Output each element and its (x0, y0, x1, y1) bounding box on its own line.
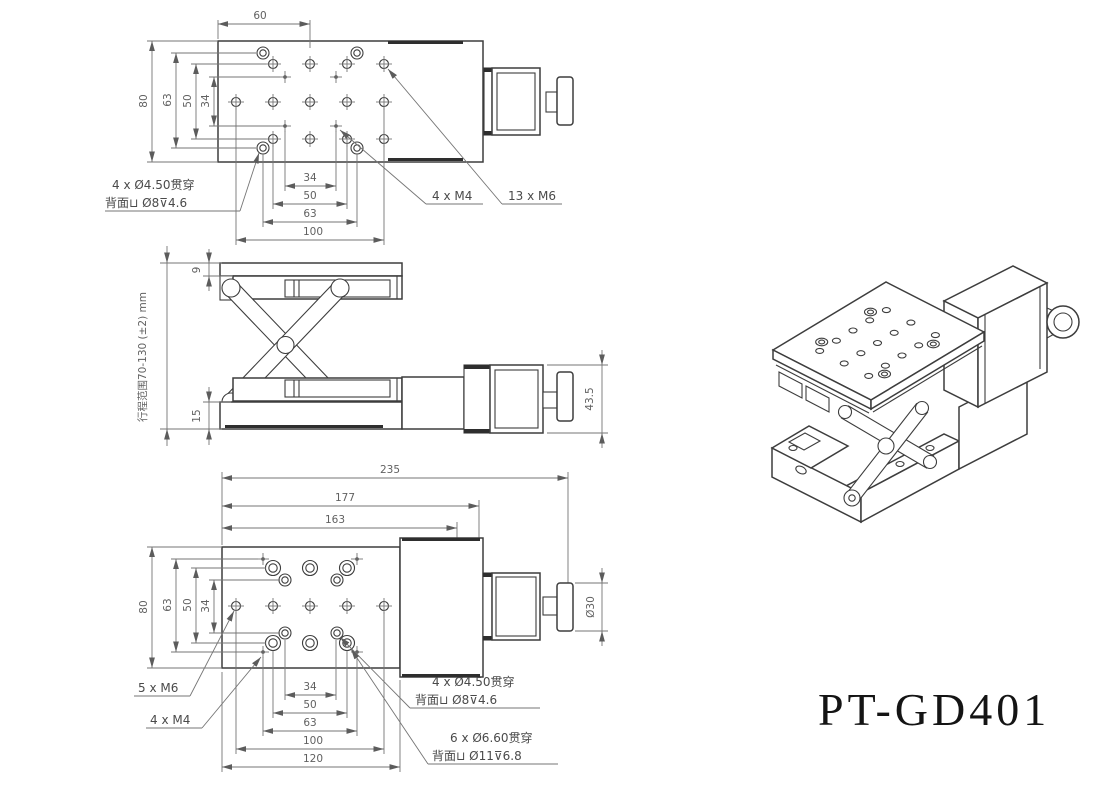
dim-label: 163 (325, 514, 345, 526)
dim-label: 15 (191, 409, 203, 422)
dim-label: 50 (182, 598, 194, 611)
dim-label: 63 (162, 93, 174, 106)
top-view: 60 80 63 50 34 34 50 63 (105, 10, 574, 245)
iso-plate-holes (815, 307, 940, 379)
dim-label: 43.5 (584, 387, 596, 410)
front-view: 行程范围70-130 (±2) mm 9 15 43.5 (136, 246, 608, 448)
dim-label: 100 (303, 226, 323, 238)
m6-note: 13 x M6 (508, 189, 556, 203)
dim-label: 80 (138, 600, 150, 613)
bottom-view-bottom-dims: 34 50 63 100 120 (221, 612, 401, 772)
bottom-view-top-dims: 235 177 163 (221, 464, 569, 585)
dim-label: 50 (182, 94, 194, 107)
m4-note: 4 x M4 (432, 189, 472, 203)
front-top-plate (219, 262, 403, 277)
cb-small-note-line2: 背面⊔ Ø8⊽4.6 (415, 693, 497, 707)
knob-diameter-dim: Ø30 (575, 568, 608, 646)
iso-top-plate (771, 281, 986, 414)
dim-label: 34 (200, 599, 212, 613)
dim-label: 34 (303, 172, 317, 184)
bottom-view-left-dims: 80 63 50 34 (138, 546, 280, 669)
front-view-motor (463, 364, 574, 434)
m4-note: 4 x M4 (150, 713, 190, 727)
dim-label: 235 (380, 464, 400, 476)
top-view-bottom-dims: 34 50 63 100 (235, 107, 385, 245)
dim-label: 9 (191, 267, 203, 274)
travel-range-note: 行程范围70-130 (±2) mm (136, 292, 149, 422)
front-view-body (219, 262, 574, 434)
bottom-view-plate (221, 546, 401, 669)
dim-label: Ø30 (585, 596, 597, 618)
product-model-title: PT-GD401 (818, 684, 1050, 735)
front-base (219, 401, 403, 430)
motor-shaft (542, 596, 558, 616)
cb-small-note-line1: 4 x Ø4.50贯穿 (432, 674, 515, 689)
motor-shaft (545, 91, 558, 113)
counterbore-note-line2: 背面⊔ Ø8⊽4.6 (105, 196, 187, 210)
isometric-view (770, 265, 1080, 524)
dim-label: 120 (303, 753, 323, 765)
counterbore-note-line1: 4 x Ø4.50贯穿 (112, 177, 195, 192)
bottom-view-notes: 5 x M6 4 x M4 4 x Ø4.50贯穿 背面⊔ Ø8⊽4.6 6 x… (134, 610, 558, 765)
bottom-view-motor (482, 572, 574, 641)
dim-label: 177 (335, 492, 355, 504)
cb-large-note-line1: 6 x Ø6.60贯穿 (450, 730, 533, 745)
dim-label: 60 (253, 10, 266, 22)
top-view-dim-60: 60 (217, 10, 311, 48)
iso-motor (942, 265, 1080, 471)
top-view-notes: 4 x Ø4.50贯穿 背面⊔ Ø8⊽4.6 4 x M4 13 x M6 (105, 68, 562, 212)
motor-shaft (542, 391, 558, 409)
m6-note: 5 x M6 (138, 681, 178, 695)
dim-label: 50 (303, 699, 316, 711)
bottom-view-housing (399, 537, 484, 678)
iso-scissor (837, 400, 938, 507)
motor-knob (556, 582, 574, 632)
iso-motor-knob (1046, 305, 1080, 339)
motor-knob (556, 76, 574, 126)
dim-label: 63 (162, 598, 174, 611)
dim-label: 80 (138, 94, 150, 107)
dim-label: 50 (303, 190, 316, 202)
dim-label: 34 (303, 681, 317, 693)
dim-label: 100 (303, 735, 323, 747)
front-view-dims: 行程范围70-130 (±2) mm 9 15 43.5 (136, 246, 608, 448)
bottom-view: 80 63 50 34 34 50 63 100 (134, 537, 608, 772)
top-view-left-dims: 80 63 50 34 (138, 40, 280, 163)
cb-large-note-line2: 背面⊔ Ø11⊽6.8 (432, 749, 522, 763)
dim-label: 63 (303, 208, 316, 220)
dim-label: 63 (303, 717, 316, 729)
motor-knob (556, 371, 574, 422)
dim-label: 34 (200, 94, 212, 108)
front-screw-housing (401, 376, 465, 430)
top-view-motor (483, 67, 574, 136)
top-view-plate (217, 40, 484, 163)
